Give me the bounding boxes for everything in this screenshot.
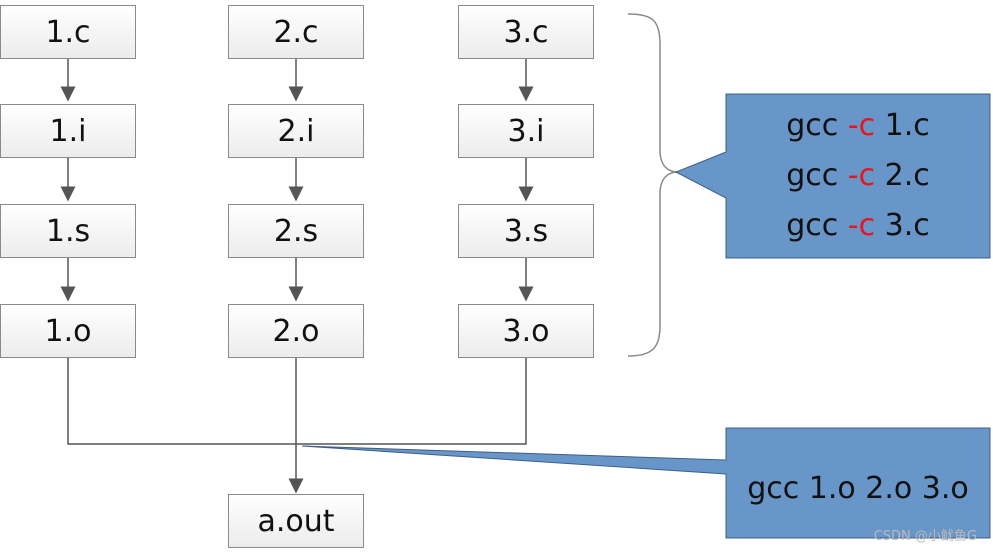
node-1i: 1.i [0,104,136,158]
link-callout-text: gcc 1.o 2.o 3.o [747,471,969,506]
compile-file: 1.c [884,108,930,143]
compile-cmd: gcc [786,158,839,193]
compile-file: 3.c [884,208,930,243]
compile-cmd: gcc [786,108,839,143]
node-1s: 1.s [0,204,136,258]
node-1c: 1.c [0,5,136,59]
node-3c: 3.c [458,5,594,59]
compile-line-3: gcc -c 3.c [726,201,990,251]
compile-flag: -c [847,158,876,193]
compile-line-2: gcc -c 2.c [726,151,990,201]
compile-callout-box [674,93,991,259]
compile-flag: -c [847,208,876,243]
node-2o: 2.o [228,304,364,358]
node-1o: 1.o [0,304,136,358]
node-aout: a.out [228,494,364,548]
node-3i: 3.i [458,104,594,158]
node-3o: 3.o [458,304,594,358]
curly-brace [627,13,679,357]
link-connector [67,358,527,445]
watermark: CSDN @小鱿鱼G [873,529,977,544]
compile-callout-text: gcc -c 1.c gcc -c 2.c gcc -c 3.c [726,101,990,251]
compile-line-1: gcc -c 1.c [726,101,990,151]
compile-file: 2.c [884,158,930,193]
node-2c: 2.c [228,5,364,59]
compile-cmd: gcc [786,208,839,243]
node-2i: 2.i [228,104,364,158]
link-callout-box [301,427,991,539]
node-3s: 3.s [458,204,594,258]
node-2s: 2.s [228,204,364,258]
compile-flag: -c [847,108,876,143]
